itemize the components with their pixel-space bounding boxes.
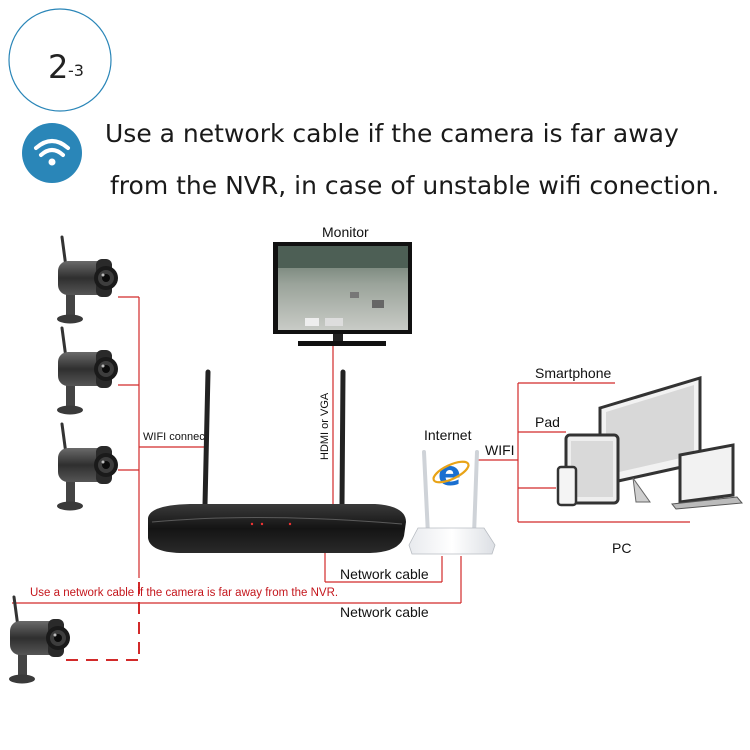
smartphone-label: Smartphone	[535, 365, 611, 381]
monitor-label: Monitor	[322, 224, 369, 240]
remote-camera-dashed-link	[66, 582, 140, 661]
remote-camera-note: Use a network cable if the camera is far…	[30, 587, 338, 599]
step-indicator: 2 -3	[8, 8, 112, 112]
headline-line-1: Use a network cable if the camera is far…	[105, 119, 679, 148]
internet-explorer-icon: e	[432, 454, 470, 494]
wifi-connect-label: WIFI connect	[143, 431, 208, 443]
headline-line-2: from the NVR, in case of unstable wifi c…	[110, 171, 719, 200]
pad-label: Pad	[535, 414, 560, 430]
wifi-label: WIFI	[485, 442, 515, 458]
internet-label: Internet	[424, 427, 472, 443]
camera-1	[55, 235, 120, 325]
nvr-recorder	[148, 369, 406, 553]
step-number: 2	[48, 48, 68, 86]
network-cable-label-1: Network cable	[340, 566, 429, 582]
smartphone-device	[556, 465, 578, 507]
step-sub-number: -3	[68, 61, 84, 80]
hdmi-vga-label: HDMI or VGA	[319, 392, 331, 460]
camera-remote	[7, 595, 72, 685]
network-cable-label-2: Network cable	[340, 604, 429, 620]
camera-3	[55, 422, 120, 512]
monitor: Monitor	[273, 224, 412, 346]
wifi-icon	[34, 139, 70, 157]
wifi-badge	[22, 123, 82, 183]
laptop-device	[671, 443, 743, 510]
pc-label: PC	[612, 540, 631, 556]
svg-text:e: e	[438, 454, 461, 494]
camera-2	[55, 326, 120, 416]
wiring	[12, 296, 690, 604]
internet-router: Internet e	[408, 427, 496, 555]
tablet-device	[564, 433, 620, 505]
